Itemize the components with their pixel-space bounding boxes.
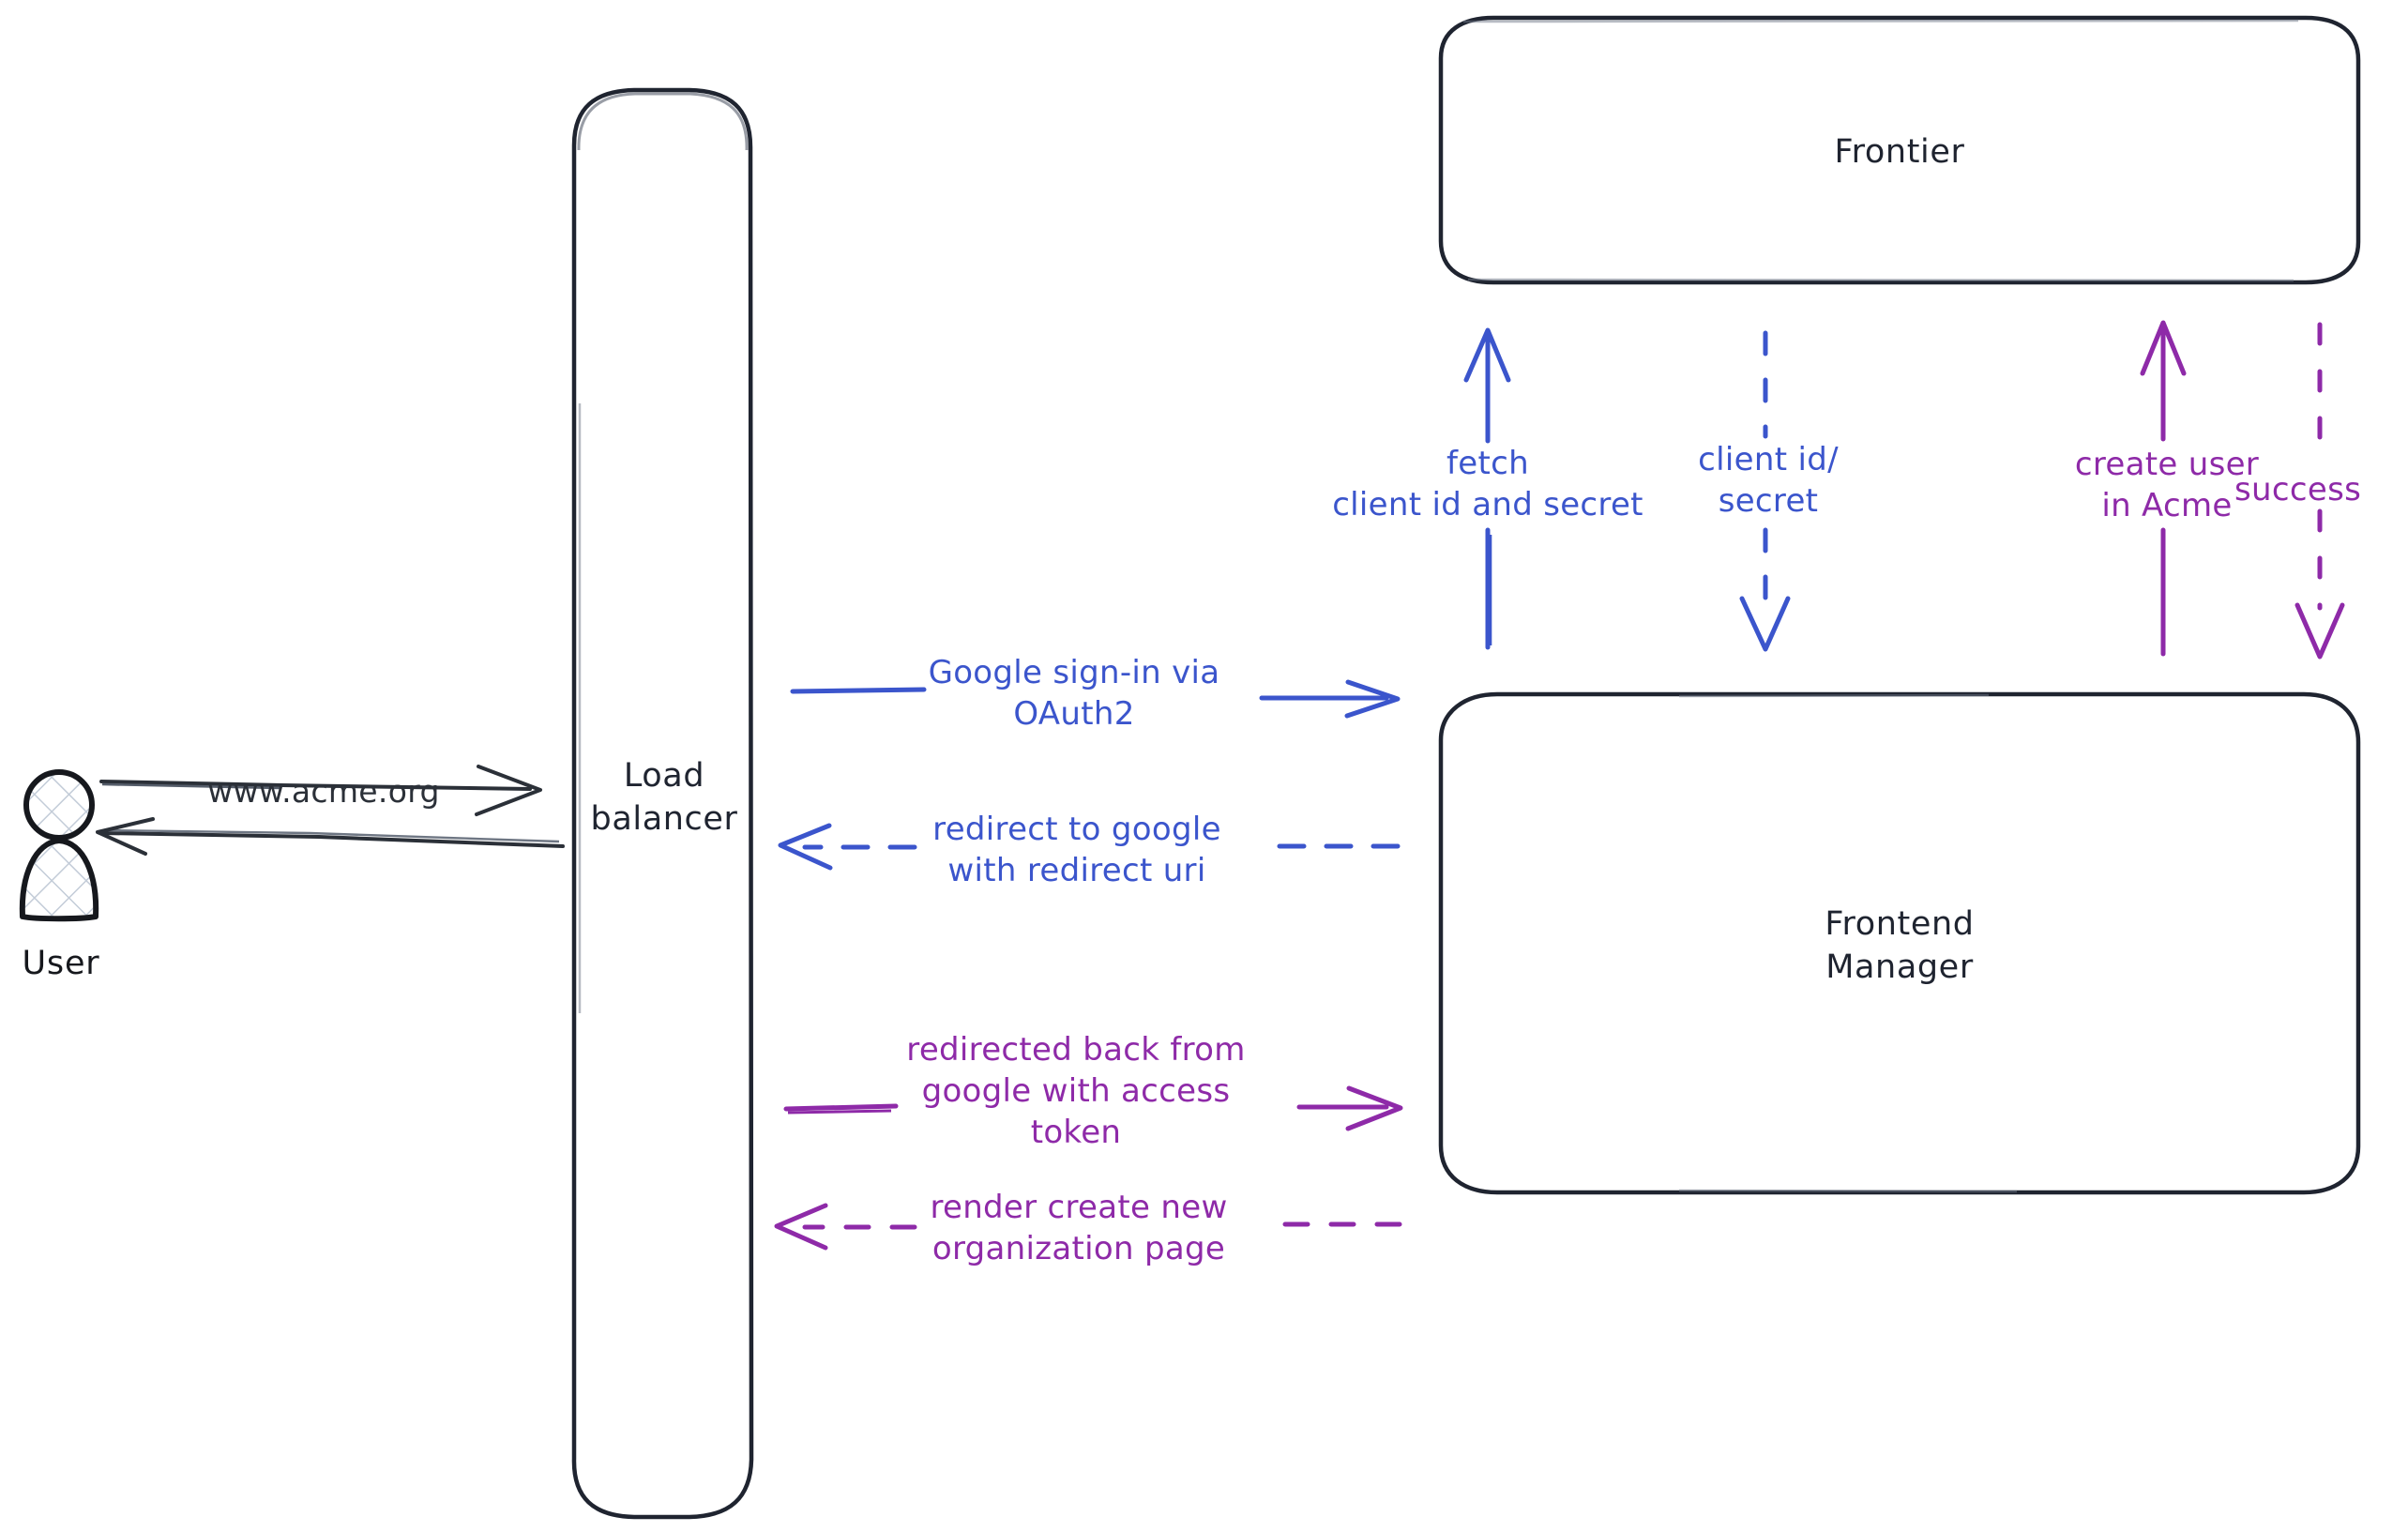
node-label-frontend-manager: Frontend Manager	[1825, 905, 1975, 986]
edge-fm-to-frontier-create	[2140, 320, 2187, 657]
edge-label-frontier-to-fm-creds: client id/ secret	[1698, 441, 1839, 521]
node-frontend-manager-shape	[1438, 691, 2361, 1195]
edge-label-fm-to-lb-redirect: redirect to google with redirect uri	[932, 811, 1221, 890]
edge-label-fm-to-lb-render: render create new organization page	[930, 1189, 1228, 1268]
edge-label-fm-to-frontier-create: create user in Acme	[2074, 446, 2260, 525]
edge-label-lb-to-fm-signin: Google sign-in via OAuth2	[928, 654, 1220, 734]
edge-lb-to-fm-token	[783, 1085, 1403, 1131]
edge-frontier-to-fm-creds	[1739, 330, 1791, 652]
edge-frontier-to-fm-success	[2294, 322, 2345, 660]
edge-fm-to-lb-render	[774, 1203, 1402, 1251]
edge-user-to-lb	[99, 765, 542, 816]
edge-fm-to-frontier-fetch	[1463, 327, 1511, 650]
node-frontier-shape	[1438, 15, 2361, 285]
edge-label-frontier-to-fm-success: success	[2234, 471, 2362, 508]
edge-label-lb-to-fm-token: redirected back from google with access …	[906, 1031, 1246, 1152]
node-label-load-balancer: Load balancer	[590, 757, 738, 838]
edge-label-fm-to-frontier-fetch: fetch client id and secret	[1332, 445, 1643, 524]
node-label-frontier: Frontier	[1834, 133, 1965, 171]
user-actor-icon	[19, 769, 99, 922]
node-load-balancer-shape	[571, 87, 754, 1520]
user-actor-label: User	[22, 945, 100, 982]
edge-lb-to-user	[96, 817, 565, 856]
edge-fm-to-lb-redirect	[778, 823, 1401, 871]
edge-label-user-to-lb: www.acme.org	[207, 773, 440, 810]
edge-lb-to-fm-signin	[790, 679, 1401, 719]
